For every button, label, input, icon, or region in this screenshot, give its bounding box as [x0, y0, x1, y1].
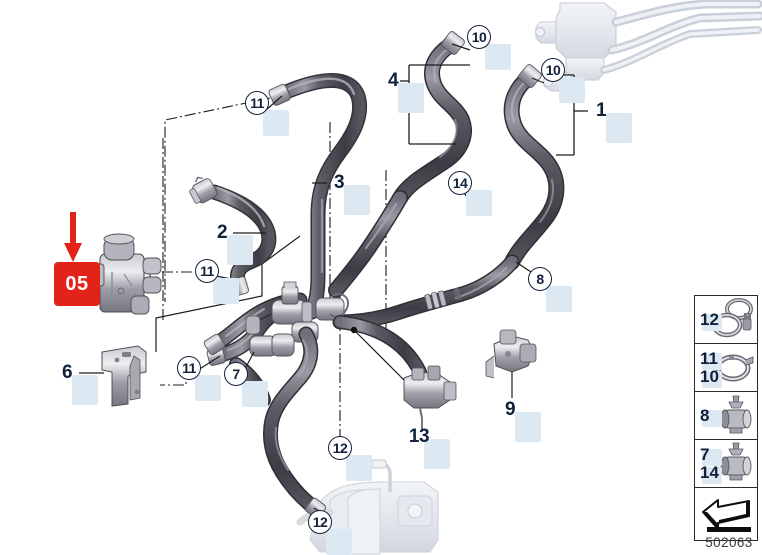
callout-shadow [424, 439, 450, 469]
callout-label: 2 [216, 222, 228, 243]
water-valve-assembly-05 [93, 233, 162, 315]
callout-shadow [546, 286, 572, 312]
callout-shadow [515, 412, 541, 442]
callout-label: 6 [61, 362, 73, 383]
callout-label: 3 [333, 172, 345, 193]
hose-clip-bracket-icon [720, 442, 752, 481]
callout-label: 14 [448, 171, 472, 195]
callout-label: 11 [177, 356, 201, 380]
leader-dots [350, 326, 405, 381]
callout-shadow [346, 455, 372, 481]
hose-8 [332, 254, 520, 330]
hose-clip-13 [403, 365, 457, 430]
callout-label: 9 [504, 399, 516, 420]
callout-label: 11 [195, 259, 219, 283]
callout-label: 13 [408, 426, 430, 447]
callout-shadow [344, 185, 370, 215]
legend-number: 8 [698, 406, 722, 427]
legend-cell-arrow[interactable] [695, 488, 757, 540]
callout-label: 12 [308, 510, 332, 534]
callout-shadow [559, 77, 585, 103]
legend-numbers: 11 10 [698, 344, 722, 391]
callout-shadow [227, 235, 253, 265]
callout-shadow [242, 381, 268, 407]
legend-cell-clamps-11-10[interactable]: 11 10 [695, 344, 757, 392]
highlight-badge-05: 05 [54, 262, 100, 306]
hose-12-lower [262, 326, 327, 519]
hose-right-lower [333, 315, 427, 379]
legend-numbers: 12 [698, 296, 722, 343]
callout-label: 12 [328, 436, 352, 460]
legend-number: 14 [698, 463, 722, 484]
ghost-engine-top-right [535, 0, 762, 92]
hose-3 [268, 73, 368, 320]
callout-shadow [213, 278, 239, 304]
legend-number: 7 [698, 446, 722, 467]
flow-direction-arrow-icon [702, 499, 751, 532]
callout-shadow [195, 375, 221, 401]
legend-cell-clamps-12[interactable]: 12 [695, 296, 757, 344]
callout-shadow [606, 113, 632, 143]
callout-shadow [72, 375, 98, 405]
legend-cell-clip-8[interactable]: 8 [695, 392, 757, 440]
legend-panel: 12 11 10 [694, 295, 758, 541]
callout-shadow [263, 110, 289, 136]
callout-label: 11 [245, 91, 269, 115]
legend-number: 10 [698, 367, 722, 388]
callout-shadow [466, 190, 492, 216]
hose-bracket-center [245, 315, 261, 335]
callout-label: 7 [224, 362, 248, 386]
callout-label: 1 [595, 100, 607, 121]
leader-lines [122, 235, 301, 352]
legend-number: 12 [698, 310, 722, 331]
hose-2 [189, 176, 277, 297]
callout-label: 10 [467, 25, 491, 49]
callout-label: 4 [387, 70, 399, 91]
hose-1 [503, 64, 565, 270]
callout-label: 8 [528, 267, 552, 291]
callout-label: 10 [541, 58, 565, 82]
legend-cell-clip-7-14[interactable]: 7 14 [695, 440, 757, 488]
callout-shadow [485, 44, 511, 70]
legend-numbers: 8 [698, 392, 722, 439]
diagram-id: 502063 [705, 535, 753, 550]
legend-numbers: 7 14 [698, 440, 722, 487]
callout-shadow [326, 529, 352, 555]
hose-clip-bracket-icon [720, 395, 752, 434]
mounting-bracket-6 [101, 345, 147, 407]
legend-number: 11 [698, 350, 722, 371]
hose-4 [392, 31, 472, 206]
callout-shadow [398, 83, 424, 113]
mounting-bracket-9 [485, 329, 537, 398]
highlight-arrow [64, 212, 82, 262]
hose-junction-tee [249, 281, 350, 357]
hose-14 [328, 190, 408, 298]
